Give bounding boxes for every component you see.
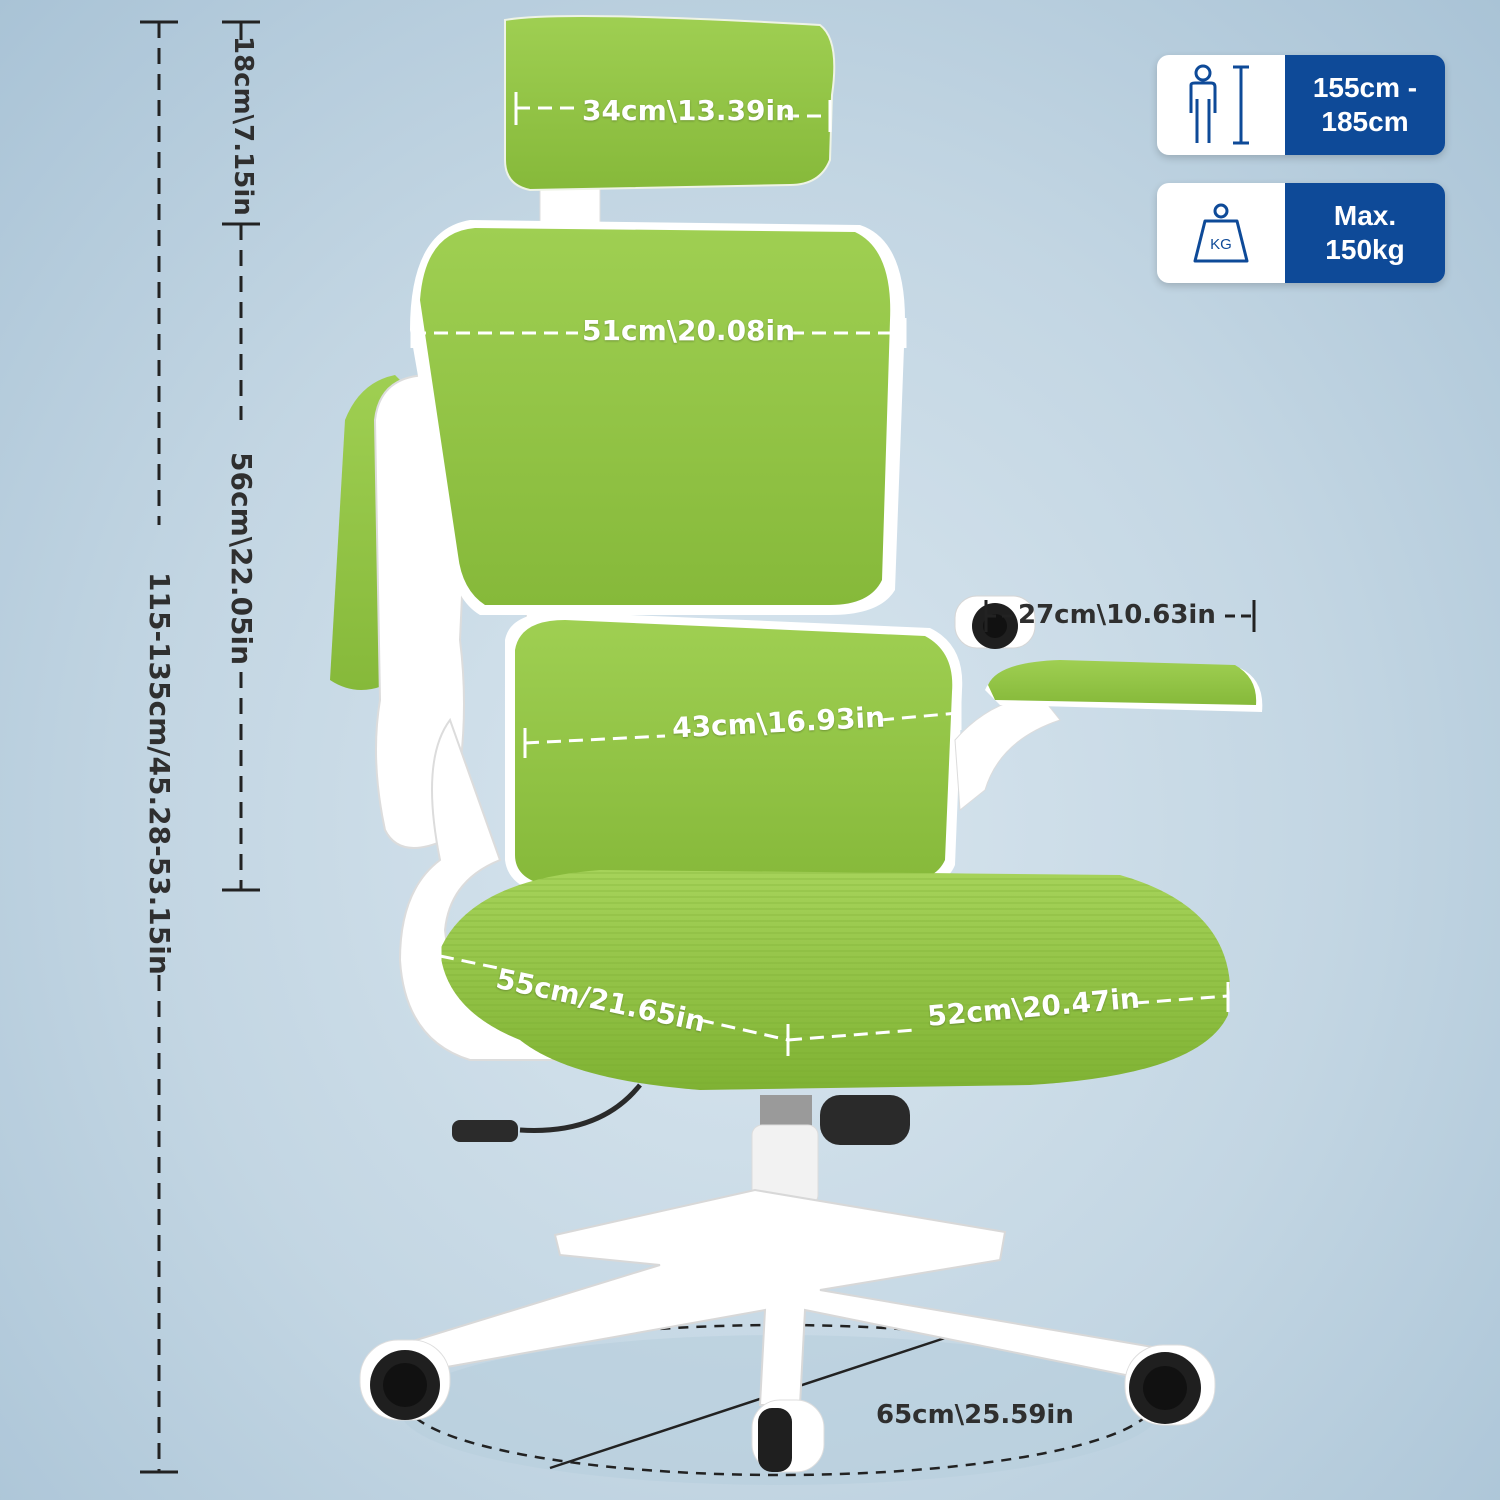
- height-range-text: 155cm - 185cm: [1285, 55, 1445, 155]
- right-armrest-pad: [988, 660, 1257, 705]
- backrest-height-line: [222, 224, 260, 892]
- user-height-badge: 155cm - 185cm: [1157, 55, 1445, 155]
- kg-weight-icon: KG: [1157, 183, 1285, 283]
- backrest-mesh: [420, 228, 891, 605]
- base-diameter-line: [549, 1336, 946, 1470]
- backrest-width-line: [410, 318, 907, 348]
- star-base: [397, 1188, 1172, 1406]
- right-armrest-support: [954, 694, 1061, 811]
- rear-caster-right: [954, 595, 1036, 649]
- headrest-width-label: 34cm\13.39in: [582, 94, 796, 127]
- headrest-height-label: 18cm\7.15in: [228, 36, 258, 216]
- total-height-label: 115-135cm/45.28-53.15in: [143, 572, 176, 975]
- height-line2: 185cm: [1321, 106, 1409, 137]
- base-diameter-label: 65cm\25.59in: [876, 1400, 1074, 1430]
- total-height-line: [140, 20, 178, 1474]
- height-line1: 155cm -: [1312, 72, 1418, 103]
- caster-front-right: [1124, 1344, 1216, 1426]
- headrest: [504, 15, 836, 192]
- lumbar-mesh: [515, 620, 953, 885]
- backrest-width-label: 51cm\20.08in: [582, 314, 796, 347]
- backrest-height-label: 56cm\22.05in: [225, 452, 258, 666]
- headrest-width-line: [514, 92, 832, 132]
- svg-text:KG: KG: [1210, 236, 1232, 253]
- max-weight-text: Max. 150kg: [1285, 183, 1445, 283]
- lumbar-width-line: [523, 700, 962, 758]
- weight-line1: Max.: [1333, 200, 1397, 231]
- armrest-length-line: [984, 600, 1256, 632]
- caster-front-left: [359, 1339, 451, 1421]
- weight-line2: 150kg: [1325, 234, 1405, 265]
- seat-width-line: [787, 982, 1230, 1042]
- person-height-icon: [1157, 55, 1285, 155]
- armrest-length-label: 27cm\10.63in: [1018, 600, 1216, 630]
- max-weight-badge: KG Max. 150kg: [1157, 183, 1445, 283]
- caster-front-center: [751, 1399, 825, 1473]
